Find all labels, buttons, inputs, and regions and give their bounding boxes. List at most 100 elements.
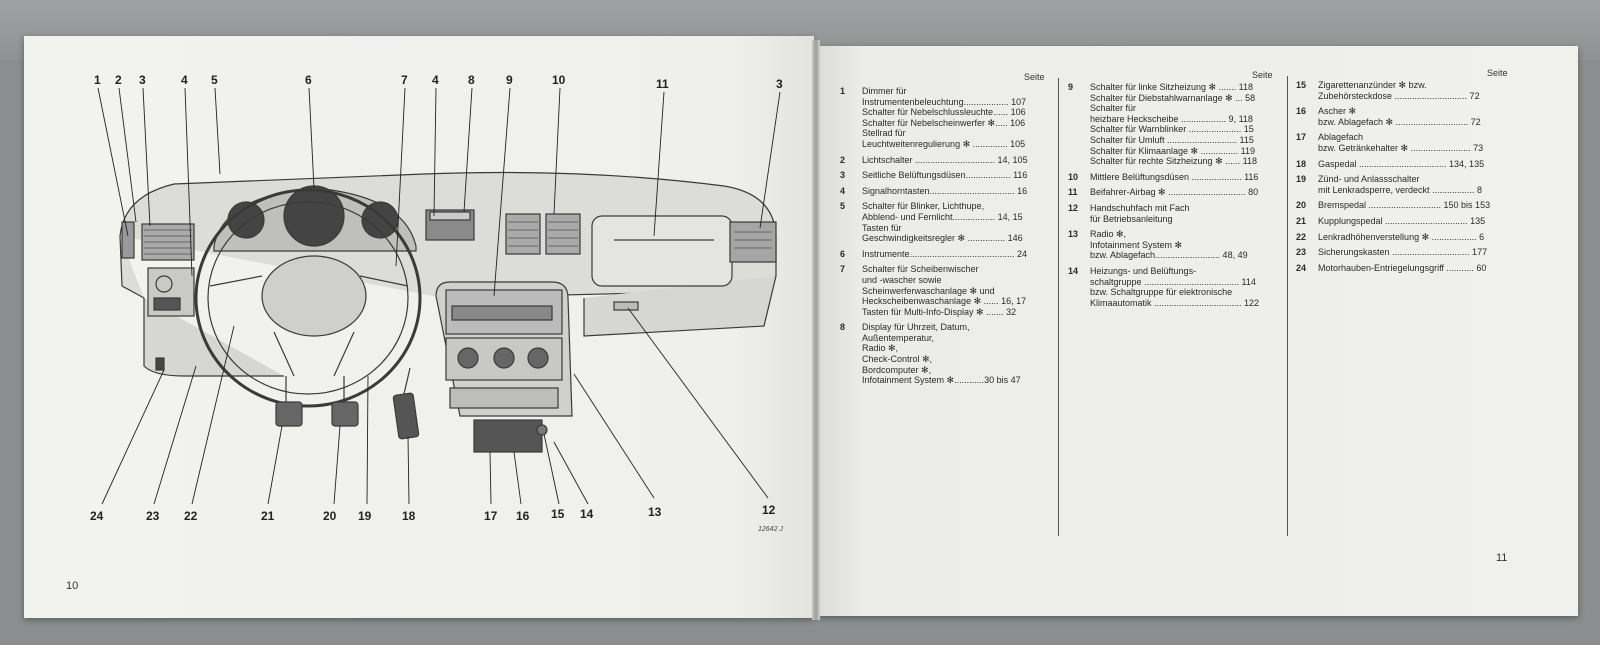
legend-entry-line: Sicherungskasten .......................… <box>1318 247 1488 258</box>
dashboard-diagram: 1 2 3 4 5 6 7 4 8 9 10 11 3 24 23 22 21 … <box>90 73 783 523</box>
legend-entry-text: Seitliche Belüftungsdüsen...............… <box>862 170 1050 181</box>
legend-entry-line: Schalter für Klimaanlage ✻ .............… <box>1090 145 1255 156</box>
legend-entry-text: Display für Uhrzeit, Datum,Außentemperat… <box>862 322 1050 386</box>
legend-entry-number: 24 <box>1296 262 1307 273</box>
callout-label: 17 <box>484 509 498 523</box>
legend-entry-line: Außentemperatur, <box>862 332 935 343</box>
callout-label: 20 <box>323 509 337 523</box>
callout-label: 23 <box>146 509 160 523</box>
legend-entry-text: Lichtschalter ..........................… <box>862 155 1050 166</box>
callout-label: 11 <box>656 77 669 91</box>
callout-label: 3 <box>139 73 146 87</box>
book-spine <box>812 40 820 620</box>
legend-entry-line: Instrumentenbeleuchtung.................… <box>862 96 1027 107</box>
legend-entry-line: Leuchtweitenregulierung ✻ ..............… <box>862 138 1026 149</box>
legend-entry-line: Zigarettenanzünder ✻ bzw. <box>1318 80 1427 90</box>
callout-label: 7 <box>401 73 408 87</box>
callout-label: 15 <box>551 507 565 521</box>
callout-label: 4 <box>432 73 439 87</box>
legend-entry-line: Geschwindigkeitsregler ✻ ...............… <box>862 233 1023 244</box>
legend-entry-text: Bremspedal .............................… <box>1318 200 1510 211</box>
legend-entry: 6 Instrumente............................… <box>840 249 1050 260</box>
legend-entry-number: 2 <box>840 154 846 165</box>
callout-label: 22 <box>184 509 198 523</box>
legend-entry-line: Check-Control ✻, <box>862 354 933 365</box>
legend-entry-line: Lenkradhöhenverstellung ✻ ..............… <box>1318 231 1485 242</box>
legend-entry-line: Infotainment System ✻............30 bis … <box>862 375 1021 386</box>
ashtray <box>449 387 559 409</box>
legend-entry-text: Schalter für Blinker, Lichthupe,Abblend-… <box>862 201 1050 243</box>
hood-release-handle <box>155 357 165 371</box>
legend-entry-text: Kupplungspedal .........................… <box>1318 216 1510 227</box>
legend-entry-line: Schalter für Nebelscheinwerfer ✻..... 10… <box>862 117 1026 128</box>
legend-entry-text: Gaspedal ...............................… <box>1318 159 1510 170</box>
legend-entry-number: 11 <box>1068 187 1078 198</box>
legend-entry-line: Signalhorntasten........................… <box>862 185 1028 196</box>
legend-entry-line: Radio ✻, <box>1090 229 1127 240</box>
cigarette-lighter <box>536 424 548 436</box>
legend-entry-text: Radio ✻,Infotainment System ✻bzw. Ablage… <box>1090 229 1280 261</box>
legend-entry-line: Infotainment System ✻ <box>1090 239 1183 250</box>
callout-label: 12 <box>762 503 776 517</box>
legend-entry-number: 3 <box>840 170 846 181</box>
storage-tray <box>473 419 543 453</box>
legend-entry-text: Signalhorntasten........................… <box>862 186 1050 197</box>
callout-label: 19 <box>358 509 372 523</box>
legend-entry-line: Schalter für <box>1090 103 1137 114</box>
legend-entry-line: Stellrad für <box>862 128 906 139</box>
legend-entry-number: 5 <box>840 201 846 212</box>
legend-entry-line: Instrumente.............................… <box>862 248 1028 259</box>
legend-entry-number: 21 <box>1296 215 1307 226</box>
legend-entry-line: für Betriebsanleitung <box>1090 213 1173 224</box>
legend-entry-line: bzw. Ablagefach.........................… <box>1090 250 1248 261</box>
right-page <box>818 46 1578 616</box>
legend-entry-line: Schalter für Warnblinker ...............… <box>1090 124 1254 135</box>
legend-entry: 24 Motorhauben-Entriegelungsgriff .......… <box>1296 263 1510 274</box>
legend-entry-line: bzw. Schaltgruppe für elektronische <box>1090 287 1233 298</box>
legend-entry-line: Dimmer für <box>862 86 907 96</box>
legend-entry-text: Instrumente.............................… <box>862 249 1050 260</box>
legend-entry-text: Zigarettenanzünder ✻ bzw.Zubehörsteckdos… <box>1318 80 1510 101</box>
legend-entry-line: Schalter für rechte Sitzheizung ✻ ......… <box>1090 156 1257 167</box>
center-vent-left <box>505 213 541 255</box>
callouts-top: 1 2 3 4 5 6 7 4 8 9 10 11 3 <box>94 73 783 91</box>
left-side-vent <box>121 221 135 259</box>
dashboard-lower <box>143 275 777 377</box>
legend-entry: 2 Lichtschalter .........................… <box>840 155 1050 166</box>
brake-pedal <box>331 401 359 427</box>
legend-entry-line: heizbare Heckscheibe .................. … <box>1090 113 1253 124</box>
legend-entry-number: 4 <box>840 185 846 196</box>
legend-entry-line: Ablagefach <box>1318 132 1364 143</box>
legend-entry-line: Schalter für Umluft ....................… <box>1090 134 1254 145</box>
legend-entry-number: 22 <box>1296 231 1307 242</box>
callout-label: 9 <box>506 73 513 87</box>
legend-entry-text: Motorhauben-Entriegelungsgriff .........… <box>1318 263 1510 274</box>
callout-label: 18 <box>402 509 416 523</box>
callout-label: 1 <box>94 73 101 87</box>
legend-entry-line: Lichtschalter ..........................… <box>862 154 1028 165</box>
legend-entry-line: Klimaautomatik .........................… <box>1090 297 1260 308</box>
page-number-left: 10 <box>66 580 79 592</box>
legend-entry-line: Motorhauben-Entriegelungsgriff .........… <box>1318 262 1487 273</box>
legend-entry-line: Abblend- und Fernlicht................. … <box>862 211 1023 222</box>
legend-entry-line: Tasten für Multi-Info-Display ✻ ....... … <box>862 306 1017 317</box>
legend-entry-text: Mittlere Belüftungsdüsen ...............… <box>1090 172 1280 183</box>
seite-label-1: Seite <box>1024 72 1045 82</box>
legend-entry-number: 6 <box>840 248 846 259</box>
callout-label: 24 <box>90 509 104 523</box>
legend-entry-text: Lenkradhöhenverstellung ✻ ..............… <box>1318 232 1510 243</box>
airbag-hub <box>261 255 367 337</box>
